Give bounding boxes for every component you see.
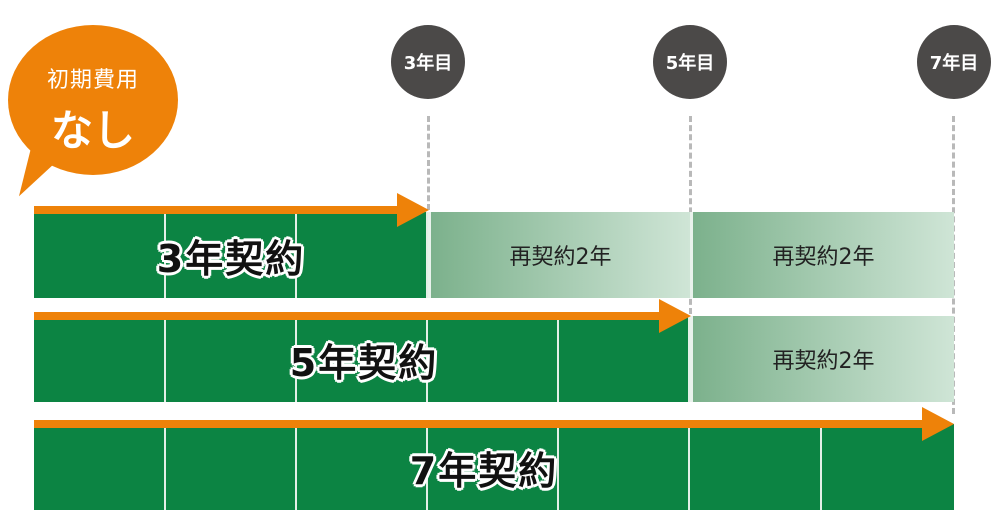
marker-year-5: 5年目: [653, 25, 727, 99]
year-cell: [559, 424, 690, 510]
year-cell: [166, 316, 297, 402]
contract-label: 5年契約: [289, 340, 439, 385]
arrow-5-year: [34, 312, 664, 320]
year-cell: [690, 424, 822, 510]
renewal-cell: 再契約2年: [690, 316, 954, 402]
bubble-body: 初期費用 なし: [8, 25, 178, 175]
year-cell: [297, 316, 428, 402]
arrow-7-year: [34, 420, 924, 428]
renewal-cell: 再契約2年: [428, 212, 690, 298]
year-cell: [428, 424, 559, 510]
year-cell: [297, 424, 428, 510]
year-cell: [34, 316, 166, 402]
bubble-line1: 初期費用: [46, 68, 139, 93]
year-cell: [34, 424, 166, 510]
arrow-3-year: [34, 206, 400, 214]
marker-year-7: 7年目: [917, 25, 991, 99]
year-cell: [34, 212, 166, 298]
row-7-year-contract: 7年契約: [34, 424, 954, 510]
contract-label: 7年契約: [409, 448, 559, 493]
row-5-year-contract: 再契約2年 5年契約: [34, 316, 954, 402]
row-3-year-contract: 再契約2年 再契約2年 3年契約: [34, 212, 954, 298]
divider-year-3: [427, 116, 430, 210]
year-cell: [428, 316, 559, 402]
arrow-head-7-year: [922, 407, 954, 441]
year-cell: [166, 424, 297, 510]
year-cell: [166, 212, 297, 298]
bubble-line2: なし: [50, 106, 135, 155]
arrow-head-3-year: [397, 193, 429, 227]
marker-year-3: 3年目: [391, 25, 465, 99]
arrow-head-5-year: [659, 299, 691, 333]
renewal-cell: 再契約2年: [690, 212, 954, 298]
contract-label: 3年契約: [156, 236, 306, 281]
